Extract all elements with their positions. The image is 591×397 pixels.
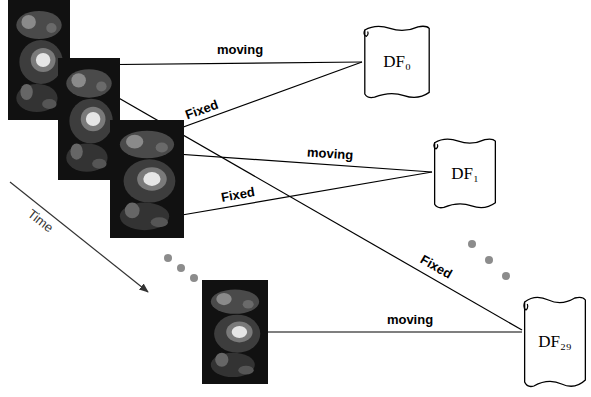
deformation-field: DF₁ [432, 135, 498, 212]
leader-line [70, 70, 522, 330]
deformation-field: DF₀ [362, 22, 432, 102]
leader-line [268, 331, 522, 332]
mri-frame [202, 280, 268, 384]
edge-role-label: Fixed [218, 185, 258, 206]
axis-label: Time [23, 205, 57, 236]
edge-role-label: Fixed [416, 251, 456, 282]
edge-role-label: moving [385, 313, 435, 327]
node-label: DF₀ [362, 52, 432, 72]
leader-line [182, 172, 432, 215]
deformation-field: DF₂₉ [522, 292, 588, 392]
connector-lines [70, 62, 522, 332]
ellipsis-dots [468, 240, 510, 280]
mri-frame [110, 120, 184, 238]
edge-role-label: moving [304, 145, 355, 163]
node-label: DF₁ [432, 164, 498, 184]
edge-role-label: moving [215, 43, 265, 57]
edge-role-label: Fixed [182, 97, 223, 123]
node-label: DF₂₉ [522, 332, 588, 352]
ellipsis-dots [164, 254, 198, 282]
